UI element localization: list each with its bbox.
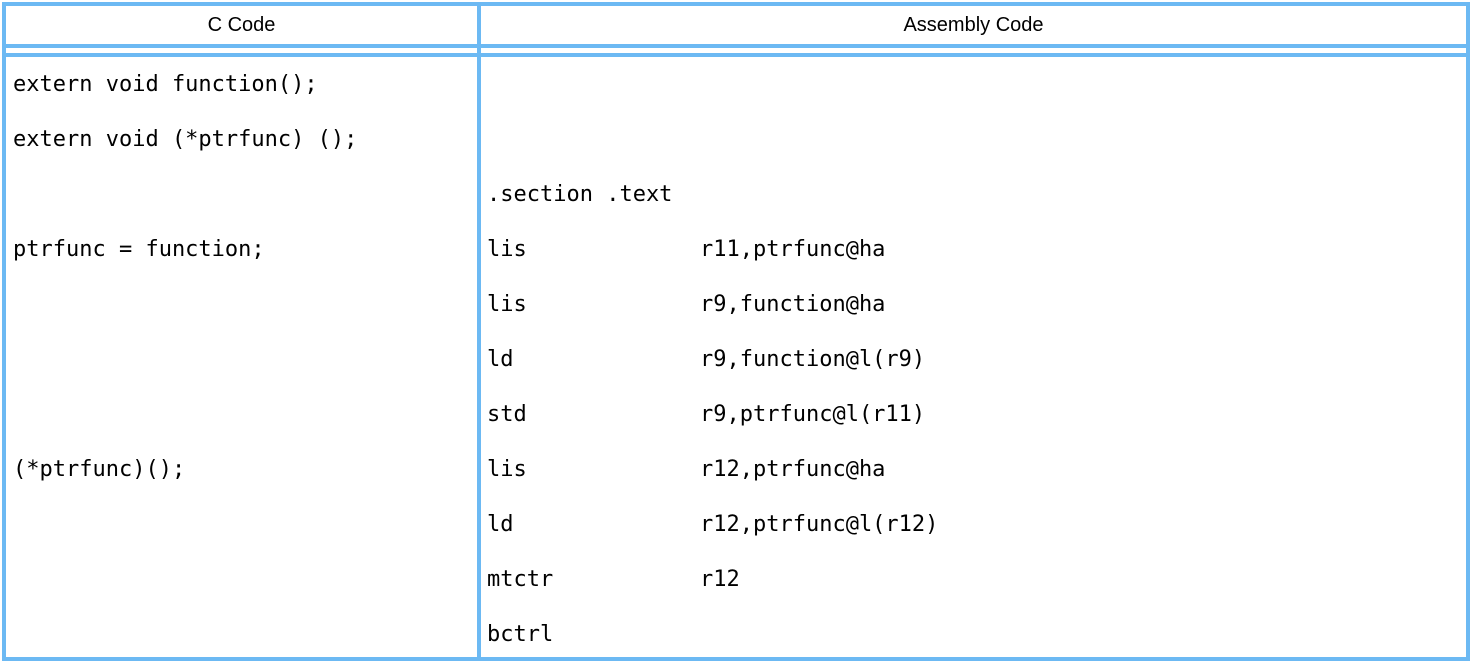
c-code-line: ptrfunc = function;	[13, 237, 265, 262]
asm-operand: r12,ptrfunc@l(r12)	[700, 512, 939, 537]
asm-code-line: std r9,ptrfunc@l(r11)	[487, 387, 1466, 442]
c-code-cell: extern void function(); extern void (*pt…	[6, 57, 477, 657]
c-code-line	[13, 607, 477, 657]
asm-operand: r9,ptrfunc@l(r11)	[700, 402, 926, 427]
asm-mnemonic: .section .text	[487, 182, 673, 207]
asm-code-line: mtctr r12	[487, 552, 1466, 607]
asm-mnemonic: ld	[487, 512, 514, 537]
asm-code-line: .section .text	[487, 167, 1466, 222]
c-code-line	[13, 332, 477, 387]
c-code-line: extern void (*ptrfunc) ();	[13, 127, 358, 152]
c-code-line: (*ptrfunc)();	[13, 457, 186, 482]
asm-operand: r11,ptrfunc@ha	[700, 237, 886, 262]
c-code-line	[13, 552, 477, 607]
asm-code-line: lis r12,ptrfunc@ha	[487, 442, 1466, 497]
asm-code-line: lis r11,ptrfunc@ha	[487, 222, 1466, 277]
asm-code-line	[487, 57, 1466, 112]
table-header-row: C Code Assembly Code	[6, 6, 1466, 48]
asm-operand: r9,function@l(r9)	[700, 347, 926, 372]
column-divider	[477, 6, 481, 657]
c-code-line	[13, 497, 477, 552]
asm-code-line: bctrl	[487, 607, 1466, 657]
asm-mnemonic: bctrl	[487, 622, 554, 647]
c-code-line	[13, 277, 477, 332]
assembly-code-cell: .section .text lis r11,ptrfunc@ha lis r9,f…	[481, 57, 1466, 657]
c-code-line: extern void function();	[13, 72, 318, 97]
asm-mnemonic: ld	[487, 347, 514, 372]
asm-code-line: ld r12,ptrfunc@l(r12)	[487, 497, 1466, 552]
asm-mnemonic: mtctr	[487, 567, 554, 592]
table-body-row: extern void function(); extern void (*pt…	[6, 53, 1466, 657]
asm-operand: r12	[700, 567, 740, 592]
c-code-column-header: C Code	[207, 14, 276, 36]
asm-code-line	[487, 112, 1466, 167]
asm-operand: r12,ptrfunc@ha	[700, 457, 886, 482]
asm-mnemonic: lis	[487, 237, 527, 262]
c-code-line	[13, 167, 477, 222]
assembly-code-column-header: Assembly Code	[903, 14, 1044, 36]
asm-code-line: ld r9,function@l(r9)	[487, 332, 1466, 387]
asm-operand: r9,function@ha	[700, 292, 886, 317]
asm-mnemonic: lis	[487, 457, 527, 482]
c-code-line	[13, 387, 477, 442]
asm-code-line: lis r9,function@ha	[487, 277, 1466, 332]
asm-mnemonic: std	[487, 402, 527, 427]
asm-mnemonic: lis	[487, 292, 527, 317]
header-body-gap	[6, 48, 1466, 53]
